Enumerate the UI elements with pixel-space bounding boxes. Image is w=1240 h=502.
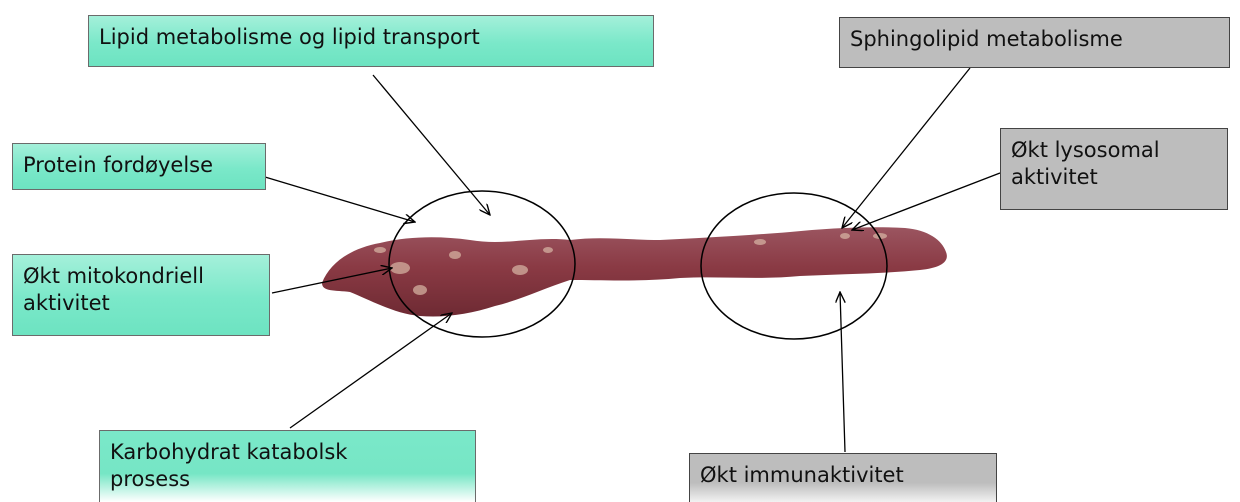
label-lipid-metabolism: Lipid metabolisme og lipid transport <box>88 15 654 67</box>
intestine-tissue <box>322 227 947 316</box>
label-sphingolipid-metabolism: Sphingolipid metabolisme <box>839 17 1230 68</box>
arrow-sphingo <box>842 68 970 228</box>
label-protein-digestion: Protein fordøyelse <box>12 143 266 190</box>
label-carbohydrate-catabolic: Karbohydrat katabolsk prosess <box>99 430 476 502</box>
label-immune-activity: Økt immunaktivitet <box>689 453 997 502</box>
label-lysosomal-activity: Økt lysosomal aktivitet <box>1000 128 1228 210</box>
arrow-lipid <box>373 75 490 215</box>
label-karbo-line2: prosess <box>110 466 465 493</box>
label-lyso-line2: aktivitet <box>1011 164 1217 191</box>
label-mito-line1: Økt mitokondriell <box>23 263 259 290</box>
label-protein-text: Protein fordøyelse <box>23 153 213 177</box>
arrow-protein <box>265 177 415 222</box>
label-sphingo-text: Sphingolipid metabolisme <box>850 27 1123 51</box>
label-immun-text: Økt immunaktivitet <box>700 463 904 487</box>
label-mito-line2: aktivitet <box>23 290 259 317</box>
label-karbo-line1: Karbohydrat katabolsk <box>110 439 465 466</box>
arrow-karbo <box>290 313 452 428</box>
label-lyso-line1: Økt lysosomal <box>1011 137 1217 164</box>
arrow-lyso <box>852 173 1000 230</box>
arrow-immun <box>840 292 845 452</box>
label-mitochondrial-activity: Økt mitokondriell aktivitet <box>12 254 270 336</box>
label-lipid-text: Lipid metabolisme og lipid transport <box>99 25 480 49</box>
